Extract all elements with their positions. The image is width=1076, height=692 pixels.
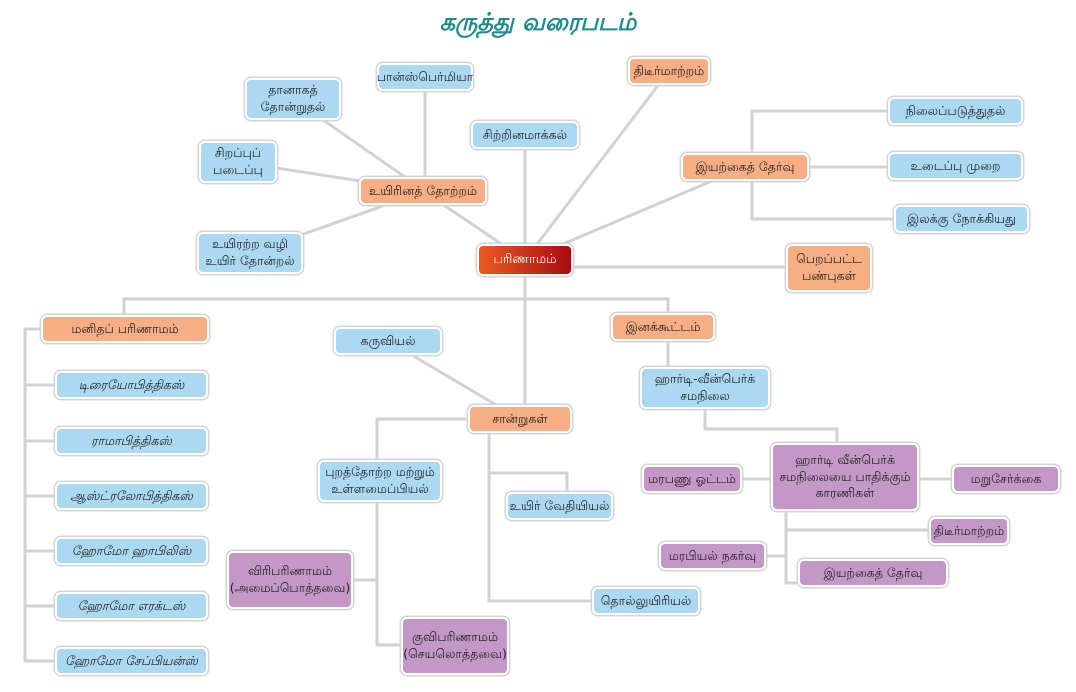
- node-spontaneous-generation: தானாகத் தோன்றுதல்: [245, 78, 341, 120]
- node-gene-flow: மரபணு ஓட்டம்: [642, 465, 742, 493]
- node-selection-factor: இயற்கைத் தேர்வு: [798, 559, 948, 587]
- node-homo-sapiens: ஹோமோ சேப்பியன்ஸ்: [55, 647, 208, 675]
- node-mutation: திடீர்மாற்றம்: [628, 57, 710, 85]
- node-evidences: சான்றுகள்: [468, 405, 572, 433]
- node-genetic-drift: மரபியல் நகர்வு: [659, 542, 766, 570]
- node-abiogenesis: உயிரற்ற வழி உயிர் தோன்றல்: [197, 232, 303, 274]
- node-divergent-evolution: விரிபரிணாமம் (அமைப்பொத்தவை): [227, 551, 353, 609]
- node-recombination: மறுசேர்க்கை: [952, 465, 1060, 493]
- node-morphology-anatomy: புறத்தோற்ற மற்றும் உள்ளமைப்பியல்: [318, 460, 442, 502]
- node-homo-erectus: ஹோமோ எரக்டஸ்: [55, 592, 208, 620]
- node-mutation-factor: திடீர்மாற்றம்: [929, 517, 1009, 545]
- node-panspermia: பான்ஸ்பெர்மியா: [377, 63, 473, 91]
- node-ramapithecus: ராமாபித்திகஸ்: [55, 427, 208, 455]
- node-population: இனக்கூட்டம்: [611, 313, 715, 341]
- node-origin-of-life: உயிரினத் தோற்றம்: [359, 177, 487, 205]
- node-homo-habilis: ஹோமோ ஹாபிலிஸ்: [55, 537, 208, 565]
- node-directional: இலக்கு நோக்கியது: [894, 205, 1029, 233]
- node-human-evolution: மனிதப் பரிணாமம்: [41, 315, 209, 343]
- node-convergent-evolution: குவிபரிணாமம் (செயலொத்தவை): [401, 617, 509, 675]
- node-acquired-traits: பெறப்பட்ட பண்புகள்: [786, 244, 872, 292]
- node-biochemistry: உயிர் வேதியியல்: [506, 492, 613, 520]
- node-australopithecus: ஆஸ்ட்ரலோபித்திகஸ்: [55, 482, 208, 510]
- node-natural-selection: இயற்கைத் தேர்வு: [681, 153, 809, 181]
- node-hw-factors: ஹார்டி வீன்பெர்க் சமநிலையை பாதிக்கும் கா…: [771, 443, 919, 511]
- node-paleontology: தொல்லுயிரியல்: [592, 587, 700, 615]
- node-speciation: சிற்றினமாக்கல்: [471, 121, 579, 149]
- node-disruptive: உடைப்பு முறை: [888, 152, 1023, 180]
- node-stabilizing: நிலைப்படுத்துதல்: [888, 97, 1023, 125]
- node-evolution: பரிணாமம்: [477, 244, 573, 276]
- node-embryology: கருவியல்: [334, 327, 442, 355]
- node-hardy-weinberg: ஹார்டி-வீன்பெர்க் சமநிலை: [640, 367, 770, 409]
- node-special-creation: சிறப்புப் படைப்பு: [199, 141, 277, 183]
- diagram-title: கருத்து வரைபடம்: [439, 8, 637, 36]
- node-dryopithecus: டிரையோபித்திகஸ்: [55, 371, 208, 399]
